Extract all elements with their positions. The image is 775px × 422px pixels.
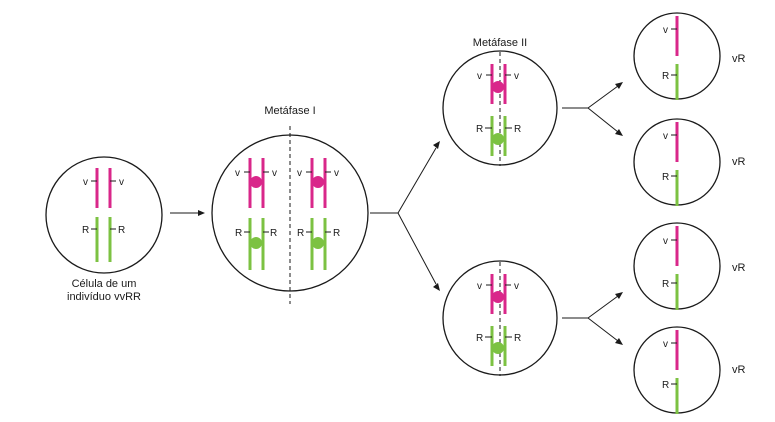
initial-cell: v v R R [45,156,163,274]
allele-label-v: v [514,281,519,292]
gamete-cell-4: v R [633,326,721,414]
gamete-label: vR [732,364,746,376]
gamete-cell-2: v R [633,118,721,206]
initial-cell-caption-line2: indivíduo vvRR [67,291,141,303]
allele-label-r: R [235,228,242,239]
allele-label-v: v [119,177,124,188]
gamete-cell-3: v R [633,222,721,310]
allele-label-v: v [663,25,668,36]
gamete-cell-1: v R [633,12,721,100]
allele-label-v: v [663,339,668,350]
allele-label-v: v [334,168,339,179]
allele-label-v: v [663,236,668,247]
allele-label-r: R [662,380,669,391]
arrow-to-metaphase-1 [170,210,205,216]
metaphase-1-label: Metáfase I [264,105,315,117]
allele-label-r: R [514,124,521,135]
allele-label-v: v [477,71,482,82]
allele-label-r: R [662,172,669,183]
allele-label-r: R [297,228,304,239]
allele-label-r: R [82,225,89,236]
metaphase-2-cell-top: v v R R [442,50,558,166]
allele-label-r: R [118,225,125,236]
metaphase-2-cell-bottom: v v R R [442,260,558,376]
allele-label-v: v [83,177,88,188]
metaphase-2-label: Metáfase II [473,37,527,49]
allele-label-v: v [297,168,302,179]
allele-label-r: R [270,228,277,239]
gamete-label: vR [732,262,746,274]
arrow-fork-bottom [562,292,623,345]
gamete-label: vR [732,53,746,65]
gamete-label: vR [732,156,746,168]
metaphase-1-cell: v v R R v v R R [211,126,369,304]
allele-label-r: R [476,124,483,135]
allele-label-v: v [477,281,482,292]
allele-label-r: R [476,333,483,344]
allele-label-v: v [235,168,240,179]
arrow-fork-to-metaphase-2 [370,141,440,291]
allele-label-v: v [663,131,668,142]
initial-cell-caption-line1: Célula de um [72,278,137,290]
allele-label-v: v [272,168,277,179]
allele-label-r: R [662,71,669,82]
allele-label-r: R [333,228,340,239]
allele-label-v: v [514,71,519,82]
allele-label-r: R [662,279,669,290]
allele-label-r: R [514,333,521,344]
arrow-fork-top [562,82,623,136]
